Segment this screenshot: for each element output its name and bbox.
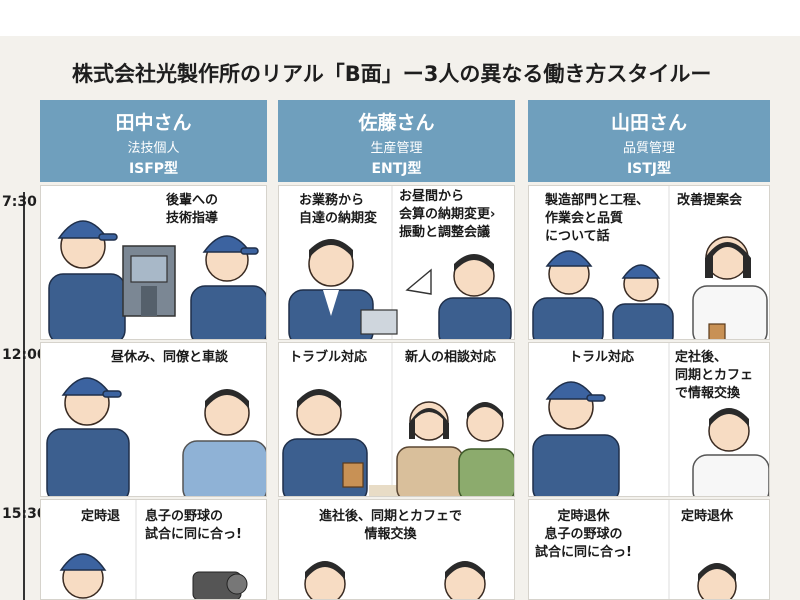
caption: 製造部門と工程、 作業会と品質 について話 [545, 193, 650, 244]
caption-secondary: お昼間から 会算の納期変更› 振動と調整会議 [399, 189, 496, 240]
trouble-and-cafe-illustration [532, 343, 769, 496]
caption-secondary: 定社後、 同期とカフェ で情報交換 [675, 350, 754, 401]
leave-work-illustration [668, 500, 737, 599]
caption: 昼休み、同僚と車談 [111, 350, 229, 365]
caption: 定時退 [81, 509, 121, 524]
column-header-sato: 佐藤さん 生産管理 ENTJ型 [278, 100, 515, 182]
person-name: 田中さん [115, 112, 192, 134]
person-type: ENTJ型 [371, 161, 422, 177]
panel-tanaka-afternoon: 定時退 息子の野球の 試合に同に合っ! [40, 499, 267, 600]
caption: お業務から 自達の納期変 [299, 193, 378, 226]
caption: 定時退休 息子の野球の 試合に同に合っ! [535, 509, 632, 560]
person-name: 佐藤さん [358, 112, 435, 134]
quality-meeting-illustration [532, 186, 768, 339]
caption: 後輩への 技術指導 [166, 193, 219, 226]
lunch-chat-illustration [46, 377, 266, 496]
mentoring-illustration [48, 220, 266, 339]
time-label-noon: 12:00 [2, 347, 47, 363]
caption-secondary: 改善提案会 [677, 193, 743, 208]
panel-sato-noon: トラブル対応 新人の相談対応 [278, 342, 515, 497]
leave-work-illustration [59, 500, 248, 599]
caption-secondary: 定時退休 [681, 509, 734, 524]
timeline-axis [23, 192, 25, 600]
trouble-and-mentoring-illustration [282, 343, 514, 496]
column-header-yamada: 山田さん 品質管理 ISTJ型 [528, 100, 770, 182]
caption: トラブル対応 [289, 350, 368, 365]
panel-tanaka-morning: 後輩への 技術指導 [40, 185, 267, 340]
caption: トラル対応 [569, 350, 635, 365]
column-header-tanaka: 田中さん 法技個人 ISFP型 [40, 100, 267, 182]
person-role: 品質管理 [622, 141, 675, 156]
caption: 進社後、同期とカフェで 情報交換 [319, 509, 463, 542]
panel-yamada-noon: トラル対応 定社後、 同期とカフェ で情報交換 [528, 342, 770, 497]
page-title: 株式会社光製作所のリアル「B面」ー3人の異なる働き方スタイルー [72, 62, 712, 86]
time-label-afternoon: 15:30 [2, 506, 47, 522]
person-name: 山田さん [610, 112, 687, 134]
person-type: ISFP型 [128, 161, 179, 177]
cafe-illustration [304, 561, 486, 599]
panel-yamada-morning: 製造部門と工程、 作業会と品質 について話 改善提案会 [528, 185, 770, 340]
caption-secondary: 新人の相談対応 [405, 350, 497, 365]
panel-sato-afternoon: 進社後、同期とカフェで 情報交換 [278, 499, 515, 600]
time-label-morning: 7:30 [2, 194, 37, 210]
panel-yamada-afternoon: 定時退休 息子の野球の 試合に同に合っ! 定時退休 [528, 499, 770, 600]
person-type: ISTJ型 [626, 161, 672, 177]
meeting-illustration [288, 186, 512, 339]
panel-tanaka-noon: 昼休み、同僚と車談 [40, 342, 267, 497]
person-role: 生産管理 [370, 141, 423, 156]
caption-secondary: 息子の野球の 試合に同に合っ! [145, 509, 242, 542]
panel-sato-morning: お業務から 自達の納期変 お昼間から 会算の納期変更› 振動と調整会議 [278, 185, 515, 340]
top-band [0, 0, 800, 36]
person-role: 法技個人 [127, 141, 180, 156]
